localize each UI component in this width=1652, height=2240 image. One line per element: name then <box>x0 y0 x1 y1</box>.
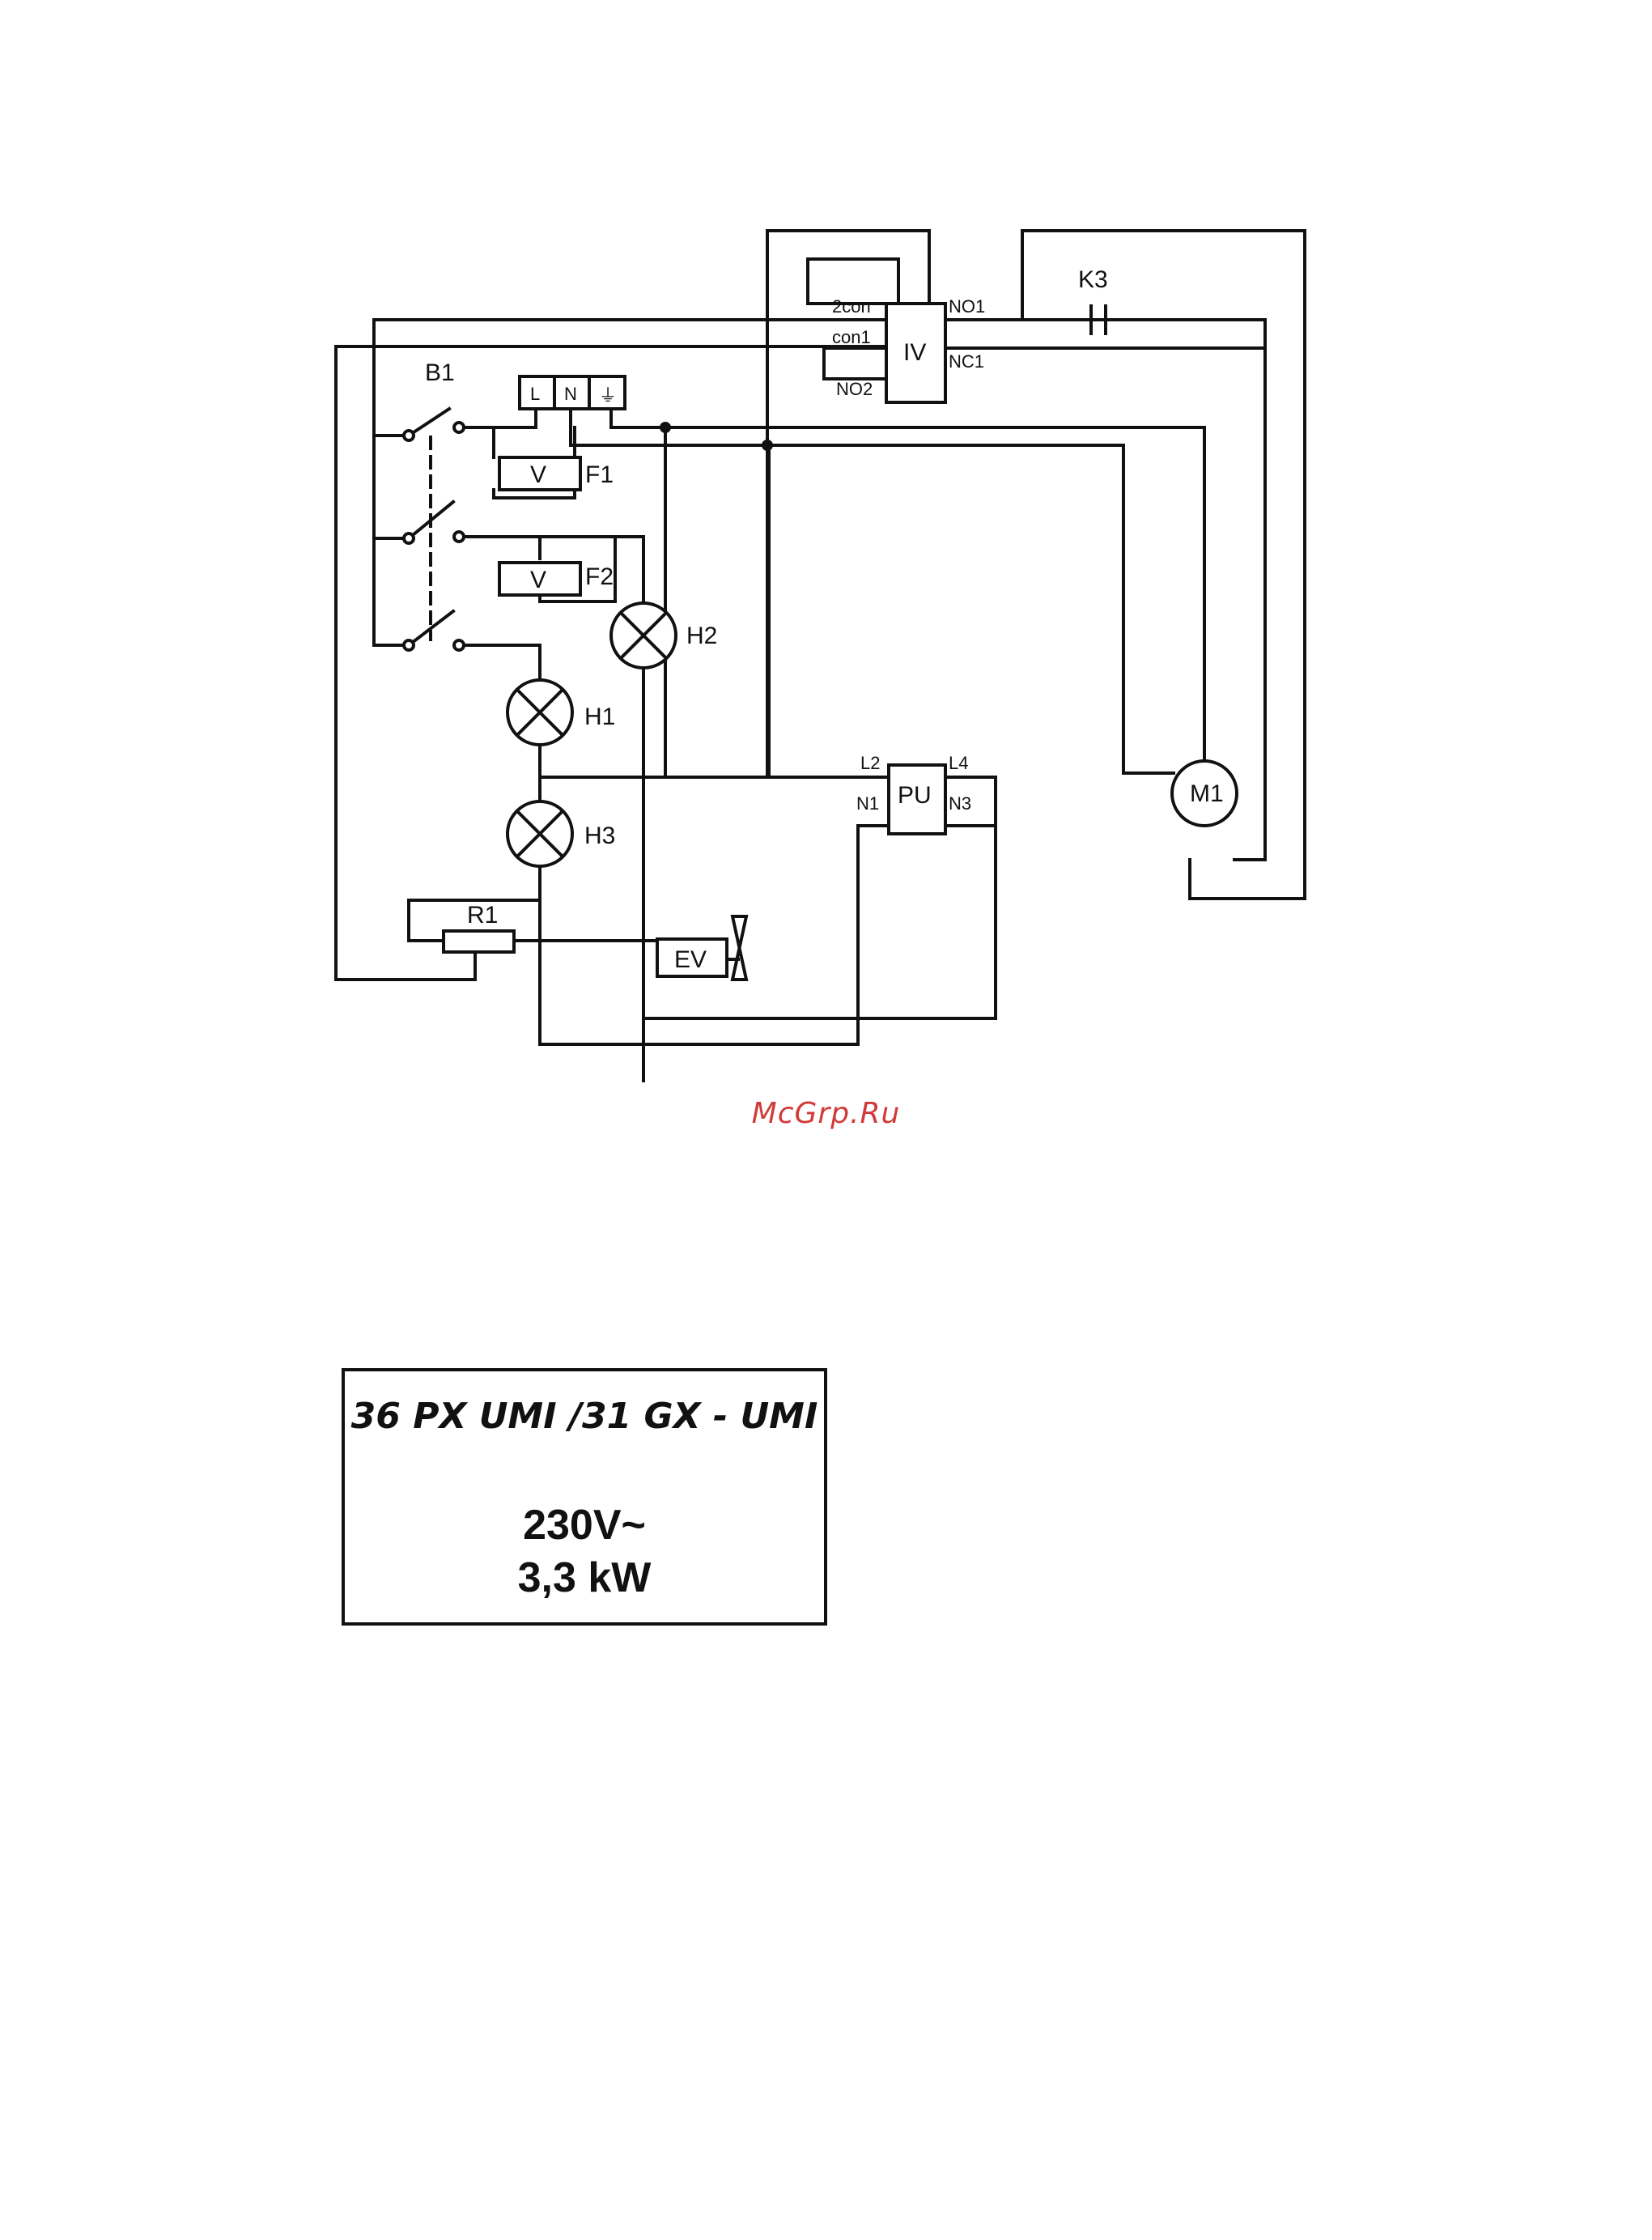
ground-icon: ⏚ <box>599 385 617 406</box>
pin-2con: 2con <box>832 296 871 317</box>
thermostat-f2: V F2 <box>499 563 614 595</box>
pump-unit-pu: PU L2 L4 N1 N3 <box>856 753 971 834</box>
switch-b1: B1 <box>404 359 464 650</box>
lamp-h1: H1 <box>507 680 615 745</box>
pin-con1: con1 <box>832 327 871 347</box>
terminal-l: L <box>530 384 540 404</box>
terminal-block: L N ⏚ <box>520 376 625 409</box>
label-f1: F1 <box>585 461 614 488</box>
nameplate: 36 PX UMI /31 GX - UMI 230V~ 3,3 kW <box>342 1368 827 1626</box>
f2-v: V <box>530 567 546 593</box>
label-h2: H2 <box>686 623 717 649</box>
terminal-n: N <box>564 384 577 404</box>
label-k3: K3 <box>1078 266 1108 293</box>
pin-l2: L2 <box>860 753 880 773</box>
f1-v: V <box>530 461 546 488</box>
label-f2: F2 <box>585 563 614 590</box>
thermostat-f1: V F1 <box>499 457 614 490</box>
label-h1: H1 <box>584 703 615 730</box>
label-ev: EV <box>674 946 707 973</box>
power-rating: 3,3 kW <box>345 1554 824 1602</box>
lamp-h2: H2 <box>611 603 717 668</box>
label-b1: B1 <box>425 359 455 386</box>
label-r1: R1 <box>467 902 498 929</box>
pin-no2: NO2 <box>836 379 873 399</box>
lamp-h3: H3 <box>507 801 615 866</box>
solenoid-valve-ev: EV <box>657 916 746 980</box>
label-h3: H3 <box>584 822 615 849</box>
voltage-rating: 230V~ <box>345 1501 824 1549</box>
watermark: McGrp.Ru <box>0 1097 1652 1130</box>
pin-no1: NO1 <box>949 296 985 317</box>
pin-n1: N1 <box>856 793 879 814</box>
pin-nc1: NC1 <box>949 351 984 372</box>
label-pu: PU <box>898 782 932 809</box>
pin-l4: L4 <box>949 753 968 773</box>
label-m1: M1 <box>1190 780 1224 807</box>
resistor-r1: R1 <box>444 902 514 952</box>
model-name: 36 PX UMI /31 GX - UMI <box>345 1396 824 1437</box>
pin-n3: N3 <box>949 793 971 814</box>
motor-m1: M1 <box>1172 761 1237 826</box>
label-iv: IV <box>903 339 926 366</box>
capacitor-k3: K3 <box>1078 266 1108 334</box>
